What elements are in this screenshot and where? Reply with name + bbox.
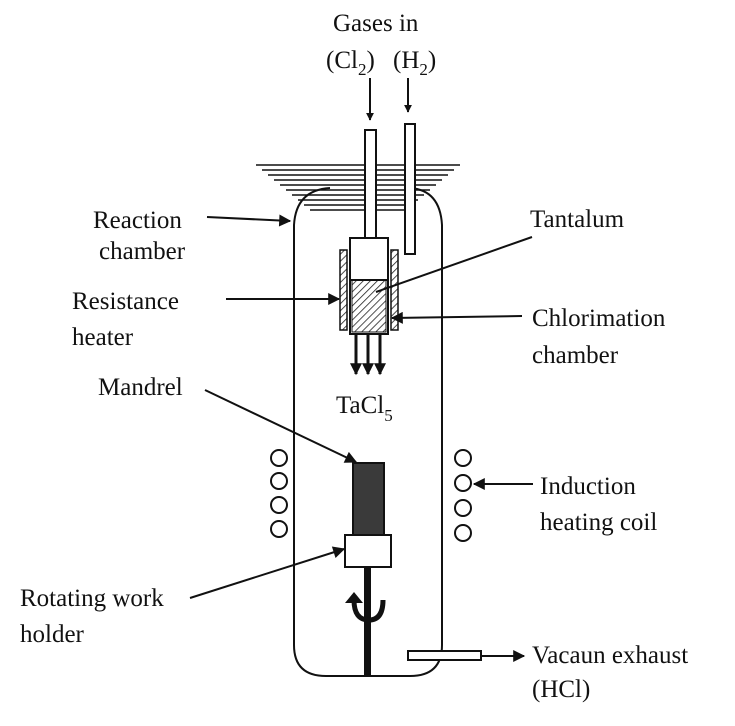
- vacaun-exhaust-label-2: (HCl): [532, 676, 590, 703]
- resistance-heater-label-1: Resistance: [72, 288, 179, 315]
- gas-h2-label: (H2): [393, 47, 436, 79]
- exhaust-tube: [407, 650, 482, 661]
- mandrel-block: [352, 462, 385, 536]
- induction-heating-coil-label-1: Induction: [540, 473, 636, 500]
- mandrel-label: Mandrel: [98, 374, 183, 401]
- vacaun-exhaust-label-1: Vacaun exhaust: [532, 642, 688, 669]
- rotating-work-holder-label-2: holder: [20, 621, 85, 648]
- chlorimation-chamber-arrow: [390, 311, 523, 324]
- tacl5-label: TaCl5: [336, 392, 393, 425]
- gases-in-title: Gases in: [333, 10, 419, 37]
- tantalum-label: Tantalum: [530, 206, 625, 233]
- resistance-heater-right: [390, 249, 399, 331]
- rotation-arrow-icon: [351, 599, 386, 623]
- tantalum-charge: [351, 279, 387, 333]
- h2-inlet-tube: [404, 123, 416, 255]
- rotating-work-holder-arrow: [189, 546, 346, 599]
- induction-coil-right: [454, 449, 472, 542]
- reaction-chamber-label-2: chamber: [99, 238, 186, 265]
- resistance-heater-left: [339, 249, 348, 331]
- cl2-inlet-tube: [364, 129, 377, 249]
- work-holder-block: [344, 534, 392, 568]
- rotating-work-holder-label-1: Rotating work: [20, 585, 164, 612]
- chlorimation-chamber-label-1: Chlorimation: [532, 305, 666, 332]
- mandrel-arrow: [204, 389, 358, 463]
- reaction-chamber-label-1: Reaction: [93, 207, 182, 234]
- tantalum-leader-line: [375, 236, 533, 293]
- rotation-arrowhead-icon: [345, 592, 363, 603]
- chlorimation-chamber-label-2: chamber: [532, 342, 619, 369]
- resistance-heater-label-2: heater: [72, 324, 134, 351]
- top-flange: [256, 164, 460, 211]
- induction-coil-left: [270, 449, 288, 538]
- gas-cl2-label: (Cl2): [326, 47, 375, 79]
- reaction-chamber-arrow: [206, 214, 292, 227]
- tacl5-outflow-arrows: [350, 334, 386, 376]
- induction-heating-coil-label-2: heating coil: [540, 509, 657, 536]
